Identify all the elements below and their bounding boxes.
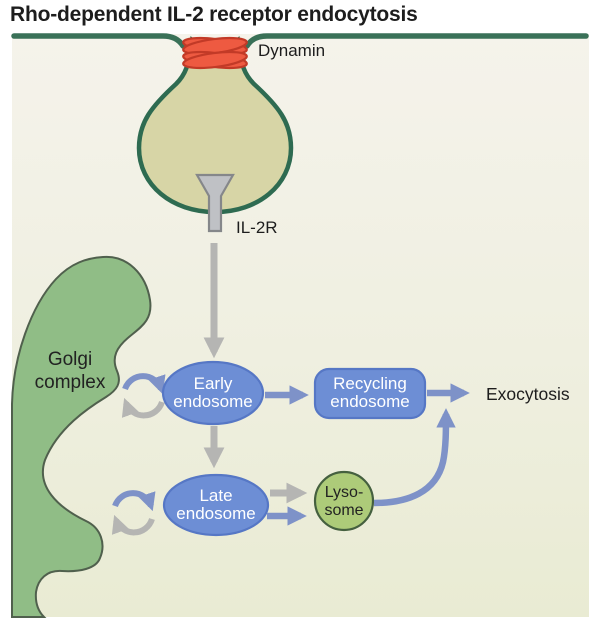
lysosome-node [313, 470, 375, 532]
recycling-endosome-label-line2: endosome [330, 392, 409, 411]
recycle-arc-gray-golgi-late [111, 514, 155, 536]
recycle-arc-gray-golgi-early [121, 397, 165, 419]
exocytosis-label: Exocytosis [486, 384, 570, 404]
golgi-label-line1: Golgi [48, 349, 92, 370]
arrow-lysosome-to-exocytosis [373, 408, 456, 507]
early-endosome-node [161, 360, 265, 426]
il2r-receptor [195, 173, 235, 233]
recycle-arc-blue-golgi-late [112, 490, 156, 512]
early-endosome-label-line2: endosome [173, 392, 252, 411]
late-endosome-node [162, 473, 270, 537]
late-endosome-label-line1: Late [199, 486, 232, 505]
figure-title: Rho-dependent IL-2 receptor endocytosis [10, 3, 418, 26]
dynamin-label: Dynamin [258, 41, 325, 60]
early-endosome-label-line1: Early [194, 374, 233, 393]
recycle-arc-blue-golgi-early [122, 373, 166, 395]
recycling-endosome-node [313, 367, 427, 420]
lysosome-label-line2: some [324, 502, 363, 519]
golgi-label-line2: complex [35, 372, 106, 393]
dynamin-rings [182, 36, 248, 70]
plasma-membrane-right [244, 33, 589, 49]
plasma-membrane-left [11, 33, 186, 49]
late-endosome-label-line2: endosome [176, 504, 255, 523]
golgi-complex-shape [11, 255, 152, 618]
il2r-label: IL-2R [236, 218, 278, 237]
recycling-endosome-label-line1: Recycling [333, 374, 407, 393]
lysosome-label-line1: Lyso- [325, 484, 364, 501]
